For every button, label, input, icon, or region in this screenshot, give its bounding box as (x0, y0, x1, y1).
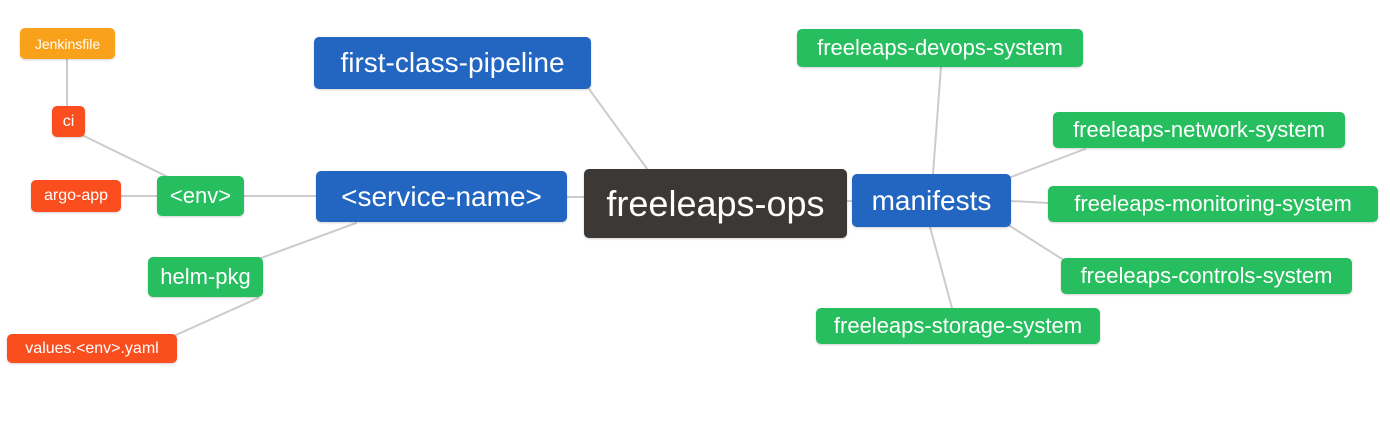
node-env[interactable]: <env> (157, 176, 244, 216)
edge-manifests-controls (1009, 225, 1063, 260)
node-first-class-pipeline[interactable]: first-class-pipeline (314, 37, 591, 89)
node-argo-app[interactable]: argo-app (31, 180, 121, 212)
edge-service-name-helm-pkg (260, 222, 357, 259)
node-values-env-yaml[interactable]: values.<env>.yaml (7, 334, 177, 363)
edge-root-first-class-pipeline (588, 88, 649, 171)
node-freeleaps-monitoring-system[interactable]: freeleaps-monitoring-system (1048, 186, 1378, 222)
node-service-name[interactable]: <service-name> (316, 171, 567, 222)
node-freeleaps-storage-system[interactable]: freeleaps-storage-system (816, 308, 1100, 344)
edge-manifests-network (1010, 148, 1086, 178)
edge-manifests-monitoring (1010, 200, 1049, 204)
node-jenkinsfile[interactable]: Jenkinsfile (20, 28, 115, 59)
edge-env-ci (81, 134, 171, 179)
node-helm-pkg[interactable]: helm-pkg (148, 257, 263, 297)
node-freeleaps-controls-system[interactable]: freeleaps-controls-system (1061, 258, 1352, 294)
node-ci[interactable]: ci (52, 106, 85, 137)
edge-helm-pkg-values (175, 297, 259, 336)
node-manifests[interactable]: manifests (852, 174, 1011, 227)
node-freeleaps-devops-system[interactable]: freeleaps-devops-system (797, 29, 1083, 67)
edge-manifests-storage (929, 226, 953, 309)
node-freeleaps-ops-root[interactable]: freeleaps-ops (584, 169, 847, 238)
node-freeleaps-network-system[interactable]: freeleaps-network-system (1053, 112, 1345, 148)
edge-manifests-devops (932, 66, 942, 175)
